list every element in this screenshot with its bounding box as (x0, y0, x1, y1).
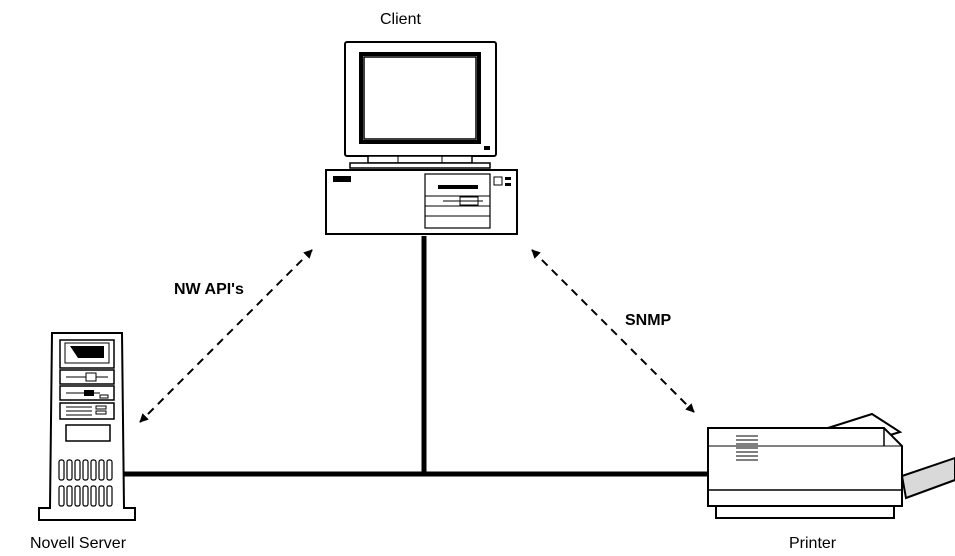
printer-label: Printer (789, 535, 837, 552)
nw-apis-label: NW API's (174, 281, 244, 298)
client-label: Client (380, 11, 421, 28)
client-server-dashed-arrow (139, 249, 313, 423)
novell-server-label: Novell Server (30, 535, 127, 552)
snmp-label: SNMP (625, 312, 672, 329)
printer-icon (707, 412, 955, 519)
network-bus (124, 236, 712, 477)
client-printer-dashed-arrow (531, 249, 695, 413)
client-computer-icon (325, 41, 518, 235)
novell-server-icon (38, 332, 136, 521)
